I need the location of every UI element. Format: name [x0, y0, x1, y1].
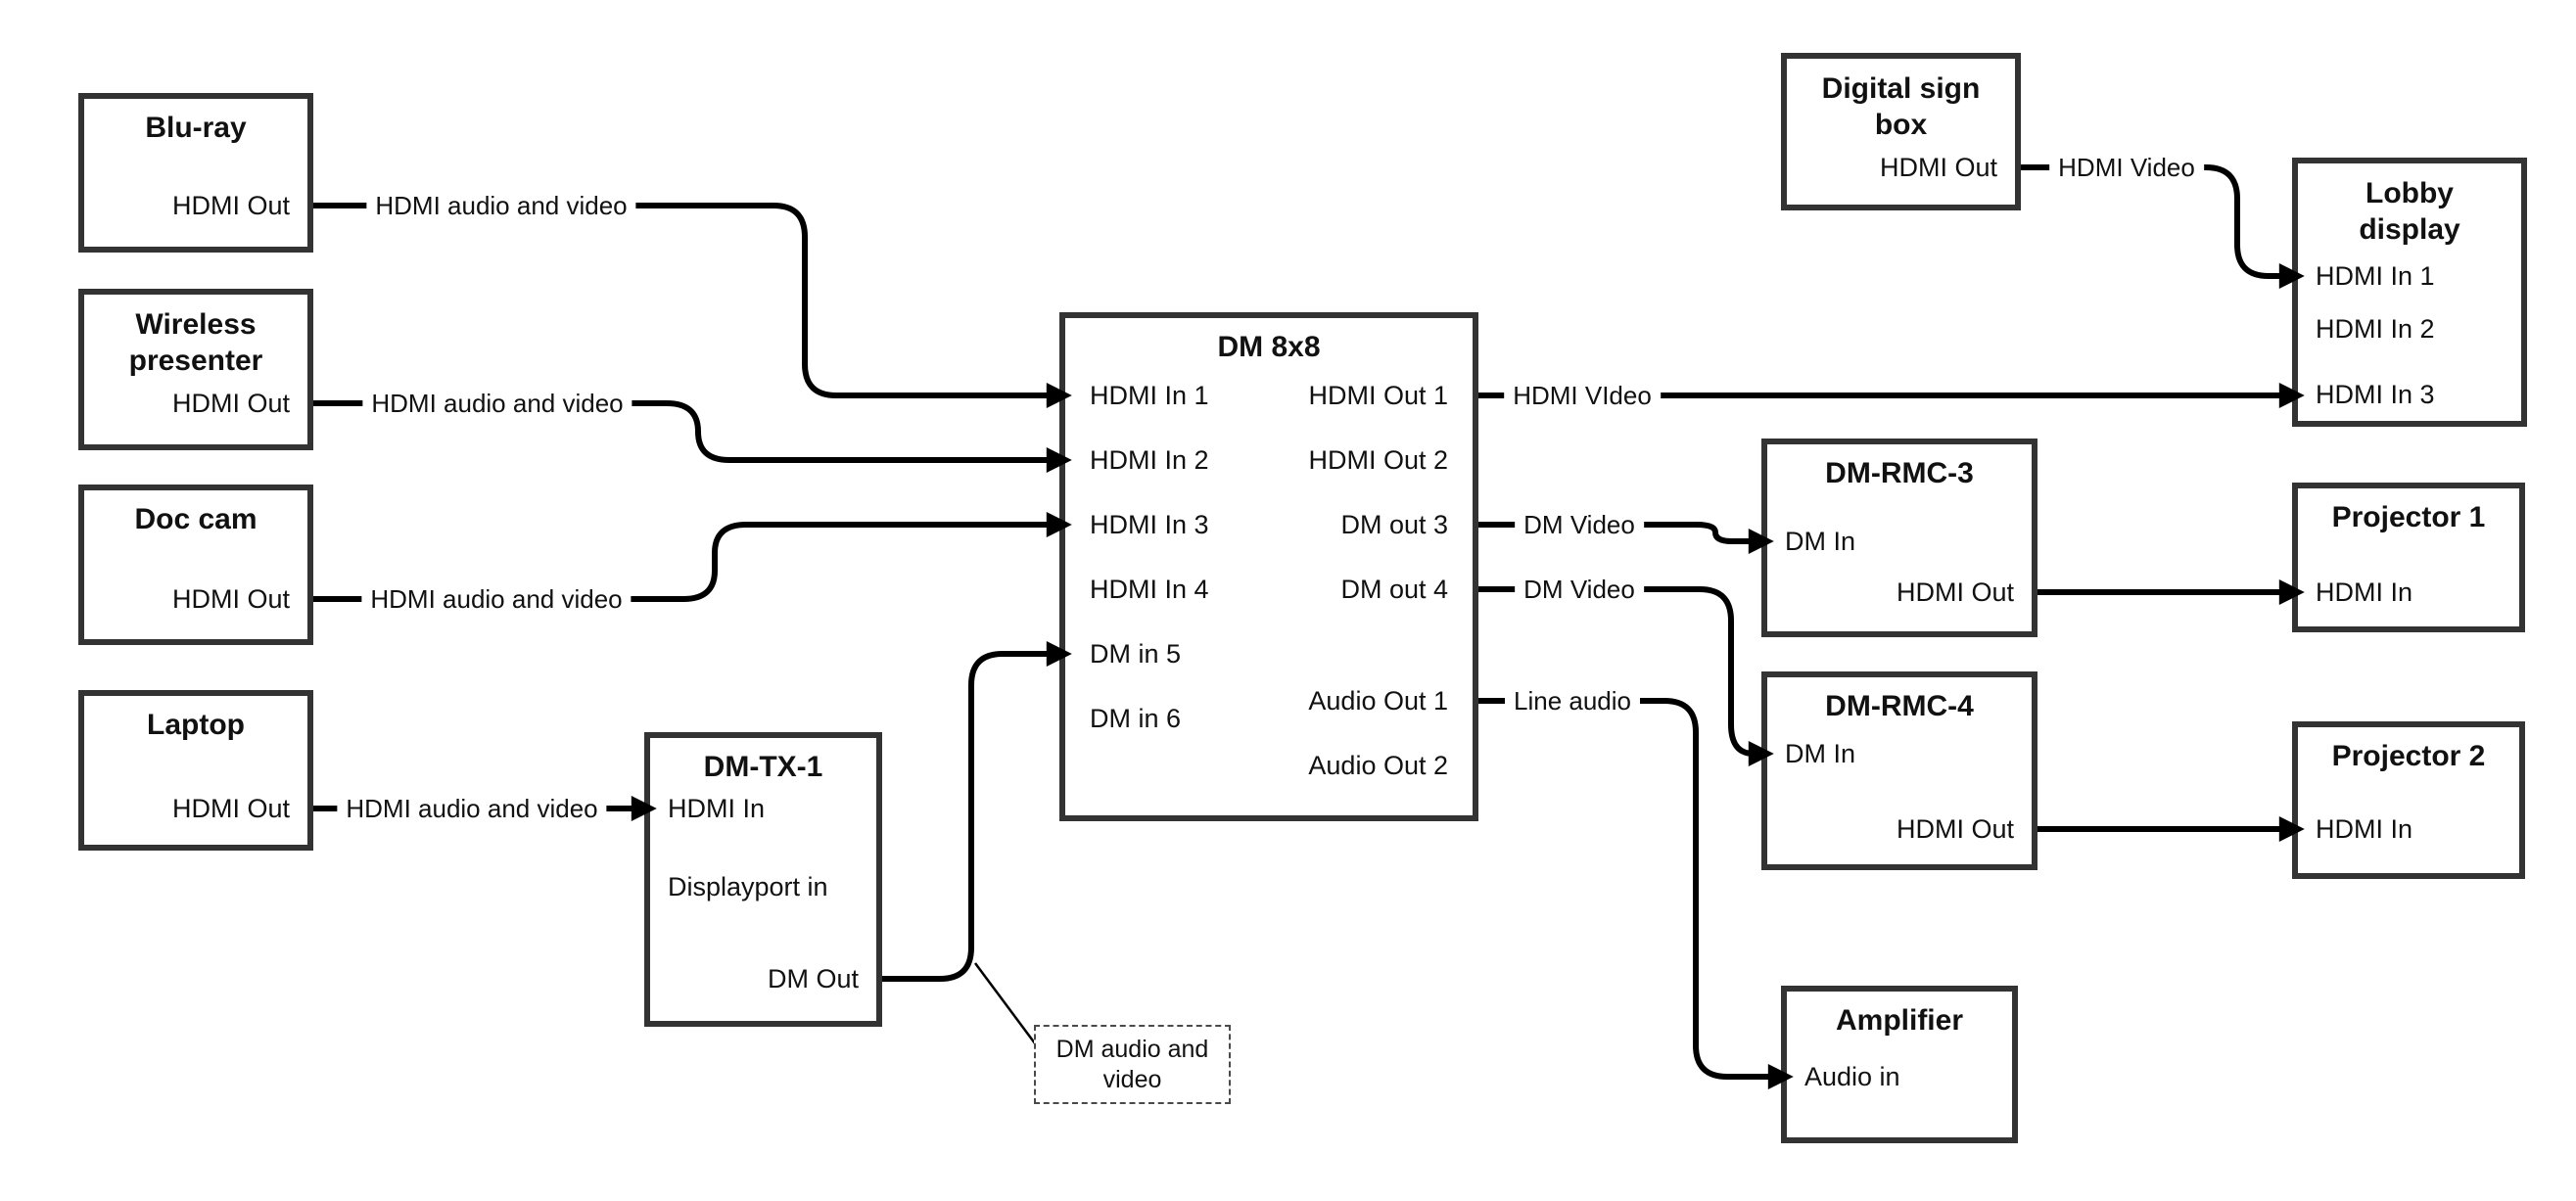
- title-line: box: [1874, 109, 1928, 141]
- node-title: Digital sign box: [1787, 70, 2015, 143]
- port-bluray-hdmi-out: HDMI Out: [171, 191, 290, 220]
- port-lobby-hdmi-in-3: HDMI In 3: [2316, 380, 2435, 409]
- node-dm-rmc-3: DM-RMC-3 DM In HDMI Out: [1761, 439, 2037, 637]
- node-digital-sign-box: Digital sign box HDMI Out: [1781, 53, 2021, 210]
- port-dmtx1-hdmi-in: HDMI In: [668, 794, 766, 823]
- edge-dmtx1-to-dm8x8-in5: [882, 641, 1072, 982]
- node-title: Amplifier: [1835, 1004, 1964, 1037]
- edge-label-hdmi-av-1: HDMI audio and video: [366, 190, 636, 221]
- node-laptop: Laptop HDMI Out: [78, 690, 313, 851]
- port-dm8x8-hdmi-out-2: HDMI Out 2: [1308, 445, 1448, 475]
- port-doccam-hdmi-out: HDMI Out: [171, 584, 290, 614]
- port-proj1-hdmi-in: HDMI In: [2316, 577, 2413, 607]
- node-doc-cam: Doc cam HDMI Out: [78, 485, 313, 645]
- port-dm8x8-audio-out-1: Audio Out 1: [1308, 686, 1448, 716]
- note-line: DM audio and: [1055, 1036, 1209, 1063]
- port-dmtx1-dm-out: DM Out: [767, 964, 859, 993]
- title-line: Lobby: [2365, 177, 2454, 209]
- edge-bluray-to-dm8x8-in1: [313, 203, 1072, 408]
- node-title: Projector 2: [2331, 740, 2486, 772]
- port-rmc3-hdmi-out: HDMI Out: [1896, 577, 2014, 607]
- node-title: Wireless presenter: [84, 306, 307, 379]
- node-title: DM 8x8: [1217, 331, 1321, 363]
- node-title: Laptop: [147, 709, 245, 741]
- edge-label-hdmi-av-4: HDMI audio and video: [337, 793, 607, 824]
- note-line: video: [1102, 1066, 1162, 1093]
- node-amplifier: Amplifier Audio in: [1781, 986, 2018, 1143]
- port-dm8x8-hdmi-in-1: HDMI In 1: [1090, 381, 1209, 410]
- port-rmc3-dm-in: DM In: [1785, 527, 1856, 556]
- port-dm8x8-audio-out-2: Audio Out 2: [1308, 751, 1448, 780]
- port-dm8x8-hdmi-in-3: HDMI In 3: [1090, 510, 1209, 539]
- node-title: Lobby display: [2298, 175, 2521, 248]
- port-proj2-hdmi-in: HDMI In: [2316, 814, 2413, 844]
- port-digitalsign-hdmi-out: HDMI Out: [1879, 153, 1997, 182]
- port-dm8x8-dm-in-6: DM in 6: [1090, 704, 1182, 733]
- node-title: Blu-ray: [145, 112, 247, 144]
- node-projector-2: Projector 2 HDMI In: [2292, 721, 2525, 879]
- node-dm-rmc-4: DM-RMC-4 DM In HDMI Out: [1761, 671, 2037, 870]
- edge-dm8x8-audio1-to-amplifier: [1478, 698, 1794, 1089]
- port-laptop-hdmi-out: HDMI Out: [171, 794, 290, 823]
- node-title: DM-RMC-3: [1825, 457, 1974, 489]
- port-dm8x8-dm-out-4: DM out 4: [1340, 575, 1448, 604]
- edge-dm8x8-out4-to-rmc4: [1478, 586, 1774, 766]
- node-title: DM-TX-1: [703, 751, 823, 783]
- node-title: Doc cam: [134, 503, 258, 535]
- edge-label-dm-video-2: DM Video: [1515, 574, 1644, 605]
- port-rmc4-dm-in: DM In: [1785, 739, 1856, 768]
- node-title: Projector 1: [2331, 501, 2486, 533]
- port-dm8x8-hdmi-in-4: HDMI In 4: [1090, 575, 1209, 604]
- title-line: Wireless: [135, 308, 257, 341]
- edge-label-hdmi-av-3: HDMI audio and video: [361, 583, 632, 615]
- port-dm8x8-hdmi-in-2: HDMI In 2: [1090, 445, 1209, 475]
- node-dm-8x8: DM 8x8 HDMI In 1 HDMI In 2 HDMI In 3 HDM…: [1059, 312, 1478, 821]
- port-amp-audio-in: Audio in: [1804, 1062, 1900, 1091]
- port-lobby-hdmi-in-1: HDMI In 1: [2316, 261, 2435, 291]
- port-wireless-hdmi-out: HDMI Out: [171, 389, 290, 418]
- node-bluray: Blu-ray HDMI Out: [78, 93, 313, 253]
- node-dm-tx-1: DM-TX-1 HDMI In Displayport in DM Out: [644, 732, 882, 1027]
- port-lobby-hdmi-in-2: HDMI In 2: [2316, 314, 2435, 344]
- edge-label-line-audio: Line audio: [1505, 685, 1640, 716]
- title-line: display: [2359, 213, 2460, 246]
- node-title: DM-RMC-4: [1825, 690, 1974, 722]
- note-callout-line: [973, 962, 1037, 1044]
- note-dm-audio-video: DM audio and video: [1034, 1025, 1231, 1104]
- title-line: presenter: [128, 345, 263, 377]
- port-dm8x8-dm-in-5: DM in 5: [1090, 639, 1182, 669]
- edge-digitalsign-to-lobby-in1: [2021, 164, 2305, 289]
- edge-label-hdmi-video-sign: HDMI Video: [2049, 152, 2204, 183]
- port-rmc4-hdmi-out: HDMI Out: [1896, 814, 2014, 844]
- edge-label-hdmi-video-out1: HDMI VIdeo: [1504, 380, 1661, 411]
- node-projector-1: Projector 1 HDMI In: [2292, 483, 2525, 632]
- title-line: Digital sign: [1821, 72, 1981, 105]
- node-lobby-display: Lobby display HDMI In 1 HDMI In 2 HDMI I…: [2292, 158, 2527, 427]
- port-dm8x8-dm-out-3: DM out 3: [1340, 510, 1448, 539]
- edge-label-dm-video-1: DM Video: [1515, 509, 1644, 540]
- port-dmtx1-displayport-in: Displayport in: [668, 872, 828, 901]
- node-wireless-presenter: Wireless presenter HDMI Out: [78, 289, 313, 450]
- edge-label-hdmi-av-2: HDMI audio and video: [362, 388, 632, 419]
- port-dm8x8-hdmi-out-1: HDMI Out 1: [1308, 381, 1448, 410]
